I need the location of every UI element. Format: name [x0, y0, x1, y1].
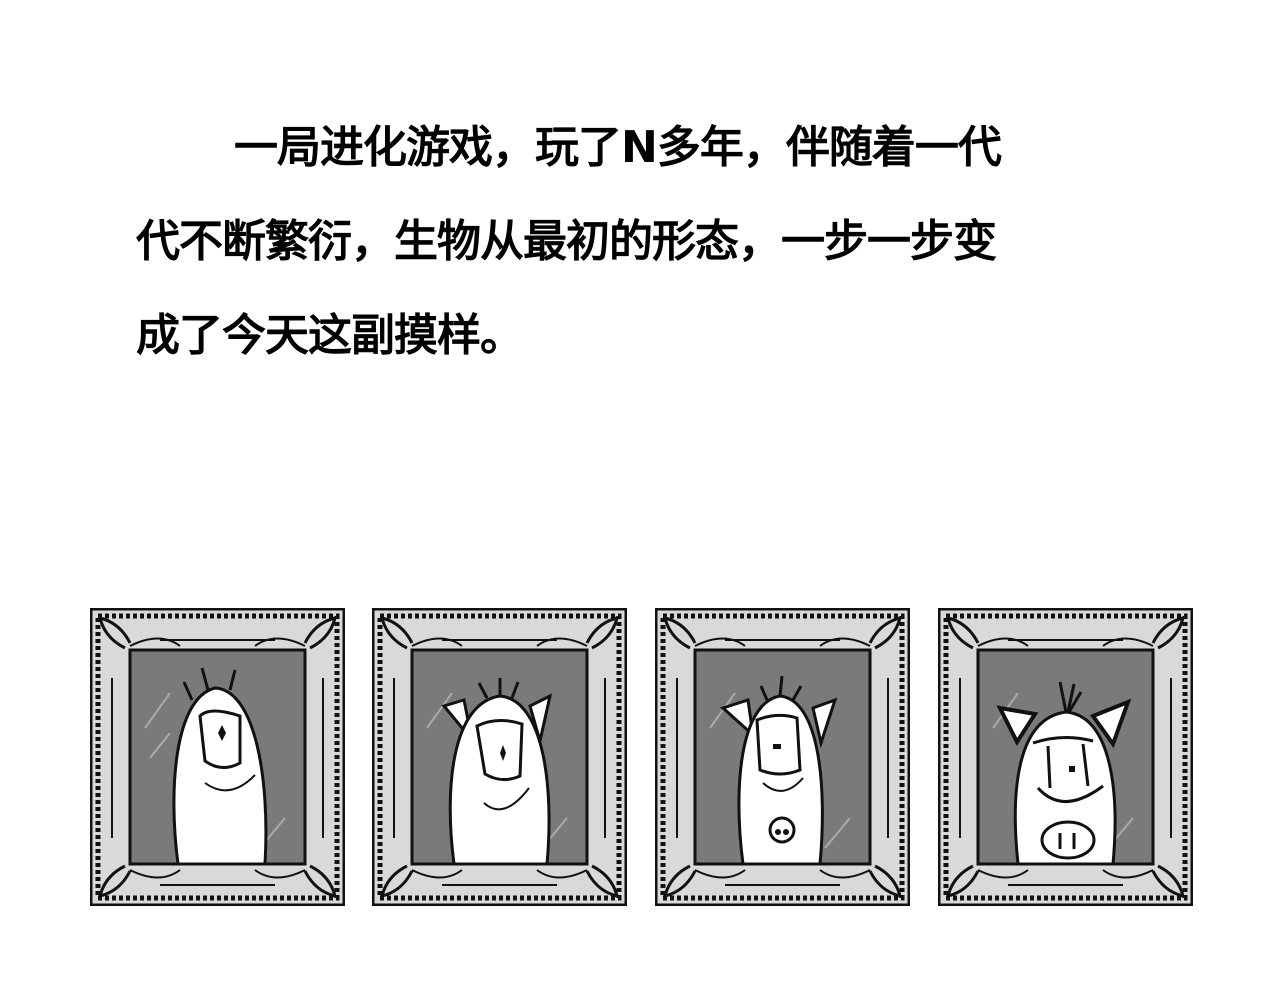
caption-line-3: 成了今天这副摸样。: [136, 310, 524, 361]
evolution-stage-1-illustration: [90, 608, 345, 906]
caption-line-2: 代不断繁衍，生物从最初的形态，一步一步变: [136, 216, 997, 267]
portrait-frame-2: [372, 608, 627, 906]
evolution-stage-4-illustration: [938, 608, 1193, 906]
portrait-frame-1: [90, 608, 345, 906]
portrait-frame-4: [938, 608, 1193, 906]
evolution-stage-2-illustration: [372, 608, 627, 906]
caption-text: 一局进化游戏，玩了N多年，伴随着一代 代不断繁衍，生物从最初的形态，一步一步变 …: [136, 126, 1146, 408]
portrait-frame-3: [655, 608, 910, 906]
caption-line-1: 一局进化游戏，玩了N多年，伴随着一代: [234, 122, 1002, 173]
evolution-stage-3-illustration: [655, 608, 910, 906]
